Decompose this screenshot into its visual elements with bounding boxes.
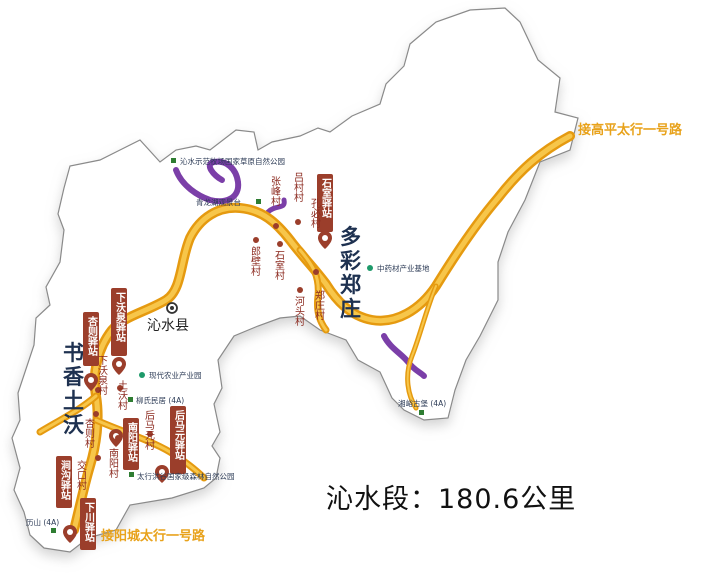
svg-text:沃: 沃 xyxy=(63,412,84,437)
svg-text:湘峪古堡 (4A): 湘峪古堡 (4A) xyxy=(398,398,446,408)
station-jiangou: 涧沟驿站 xyxy=(56,456,78,543)
svg-text:石室驿站: 石室驿站 xyxy=(320,178,333,219)
station-xiachuanquan: 下沃泉驿站 xyxy=(111,288,127,375)
svg-text:张峰村: 张峰村 xyxy=(269,176,281,206)
svg-text:下川驿站: 下川驿站 xyxy=(83,502,96,543)
svg-text:青龙湖观景台: 青龙湖观景台 xyxy=(196,197,241,207)
svg-text:郎壁村: 郎壁村 xyxy=(249,245,261,276)
svg-text:后马元村: 后马元村 xyxy=(143,410,155,450)
svg-text:交口村: 交口村 xyxy=(75,459,87,490)
county-name: 沁水县 xyxy=(147,318,189,334)
svg-text:河头村: 河头村 xyxy=(293,296,305,326)
svg-text:南阳村: 南阳村 xyxy=(107,447,119,478)
svg-text:土: 土 xyxy=(63,388,84,413)
svg-text:沁水示范牧场国家草原自然公园: 沁水示范牧场国家草原自然公园 xyxy=(180,156,285,166)
svg-text:彩: 彩 xyxy=(339,248,361,273)
svg-text:下沃泉驿站: 下沃泉驿站 xyxy=(114,292,127,343)
svg-text:郑: 郑 xyxy=(340,272,361,297)
svg-text:杏则村: 杏则村 xyxy=(83,417,95,448)
svg-text:孔必村: 孔必村 xyxy=(309,198,321,228)
svg-text:现代农业产业园: 现代农业产业园 xyxy=(149,370,202,380)
svg-text:书: 书 xyxy=(63,340,84,365)
station-xingze: 杏则驿站 xyxy=(83,312,99,391)
route-taihang-one xyxy=(36,131,575,535)
title-zhengzhuang: 多 彩 郑 庄 xyxy=(339,224,361,321)
station-nanyang: 南阳驿站 xyxy=(109,418,139,470)
station-houma: 后马元驿站 xyxy=(155,406,186,483)
svg-text:石室村: 石室村 xyxy=(273,250,285,280)
pois: 沁水示范牧场国家草原自然公园 青龙湖观景台 中药材产业基地 现代农业产业园 柳氏… xyxy=(26,156,446,533)
svg-text:郑庄村: 郑庄村 xyxy=(313,289,325,320)
svg-text:多: 多 xyxy=(340,224,361,249)
svg-text:下沃泉村: 下沃泉村 xyxy=(96,355,108,395)
title-tuwo: 书 香 土 沃 xyxy=(63,340,85,437)
segment-length-caption: 沁水段：180.6公里 xyxy=(326,484,577,515)
svg-text:吕村村: 吕村村 xyxy=(292,172,304,202)
station-shishi: 石室驿站 xyxy=(317,174,333,249)
county-boundary xyxy=(11,7,579,553)
river-mid xyxy=(265,197,287,215)
svg-text:太行洪谷国家级森林自然公园: 太行洪谷国家级森林自然公园 xyxy=(137,471,235,481)
villages: 张峰村 吕村村 孔必村 郎壁村 石室村 郑庄村 河头村 下沃泉村 土沃村 杏则村… xyxy=(75,172,325,490)
svg-text:历山 (4A): 历山 (4A) xyxy=(26,517,59,527)
svg-text:庄: 庄 xyxy=(340,296,361,321)
svg-text:柳氏民居 (4A): 柳氏民居 (4A) xyxy=(136,395,184,405)
svg-text:中药材产业基地: 中药材产业基地 xyxy=(377,263,430,273)
route-label-north-east: 接高平太行一号路 xyxy=(578,122,683,138)
river-north xyxy=(173,158,242,205)
svg-text:香: 香 xyxy=(63,364,85,389)
svg-text:后马元驿站: 后马元驿站 xyxy=(173,409,185,461)
svg-text:土沃村: 土沃村 xyxy=(116,379,128,410)
svg-text:涧沟驿站: 涧沟驿站 xyxy=(59,459,71,501)
svg-text:南阳驿站: 南阳驿站 xyxy=(126,421,138,463)
station-xiachuan: 下川驿站 xyxy=(80,498,96,550)
route-label-south-west: 接阳城太行一号路 xyxy=(101,528,206,544)
svg-text:杏则驿站: 杏则驿站 xyxy=(86,315,99,357)
